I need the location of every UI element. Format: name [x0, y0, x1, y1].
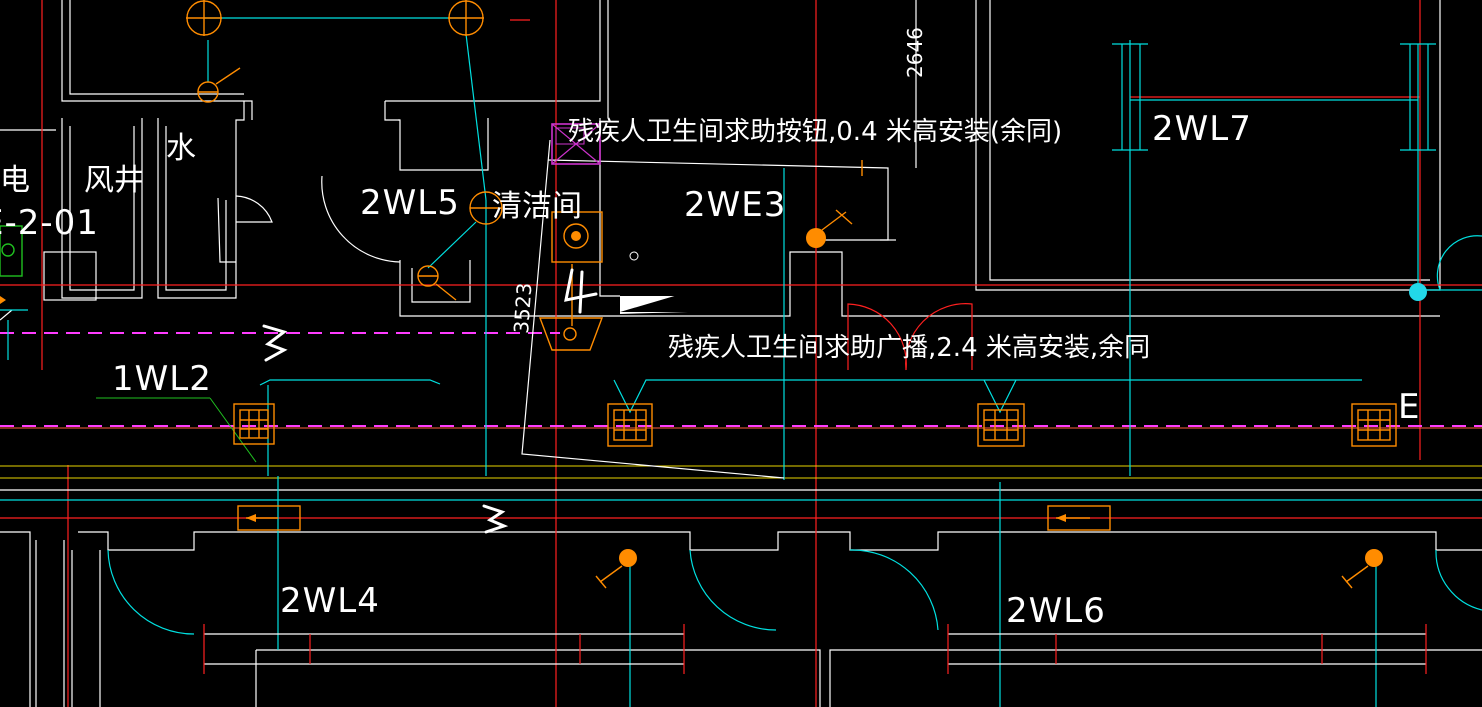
room-label-water: 水 [166, 131, 196, 166]
help-button-symbol [551, 123, 601, 165]
edge-letter-e: E [1398, 387, 1420, 427]
handwritten-marks [262, 268, 598, 534]
door-swings [107, 175, 1482, 635]
circuit-label-2wl5: 2WL5 [360, 183, 460, 223]
room-code-fragment: E-2-01 [0, 203, 99, 243]
circuit-label-2wl7: 2WL7 [1152, 109, 1252, 149]
dashed-bus-lines [0, 332, 1482, 429]
annotation-notes: 残疾人卫生间求助按钮,0.4 米高安装(余同) 残疾人卫生间求助广播,2.4 米… [568, 117, 1150, 363]
room-label-elec: 电 [0, 163, 30, 198]
circuit-label-1wl2: 1WL2 [112, 359, 212, 399]
dim-label-3523: 3523 [509, 282, 536, 334]
circuit-label-2we3: 2WE3 [684, 185, 786, 225]
room-label-cleaning: 清洁间 [492, 189, 582, 224]
circuit-labels: 2WL5 2WE3 2WL7 1WL2 2WL4 2WL6 [112, 109, 1252, 631]
junction-box-fixtures [233, 403, 1397, 447]
note-help-broadcast: 残疾人卫生间求助广播,2.4 米高安装,余同 [668, 333, 1150, 363]
dimension-labels: 2646 3523 E [509, 27, 1420, 427]
dim-label-2646: 2646 [903, 27, 927, 78]
misc-symbols [0, 225, 688, 314]
cable-tray [0, 465, 1482, 491]
dimension-lines [96, 0, 1427, 674]
ceiling-light-fixtures [186, 0, 503, 301]
circuit-label-2wl6: 2WL6 [1006, 591, 1106, 631]
room-labels: 清洁间 风井 水 电 E-2-01 [0, 131, 582, 243]
wiring [0, 17, 1482, 707]
emergency-light-fixtures [595, 209, 1427, 589]
flow-arrow-boxes [237, 505, 1111, 531]
circuit-label-2wl4: 2WL4 [280, 581, 380, 621]
note-help-button: 残疾人卫生间求助按钮,0.4 米高安装(余同) [568, 117, 1062, 147]
room-label-wind-shaft: 风井 [84, 163, 144, 198]
